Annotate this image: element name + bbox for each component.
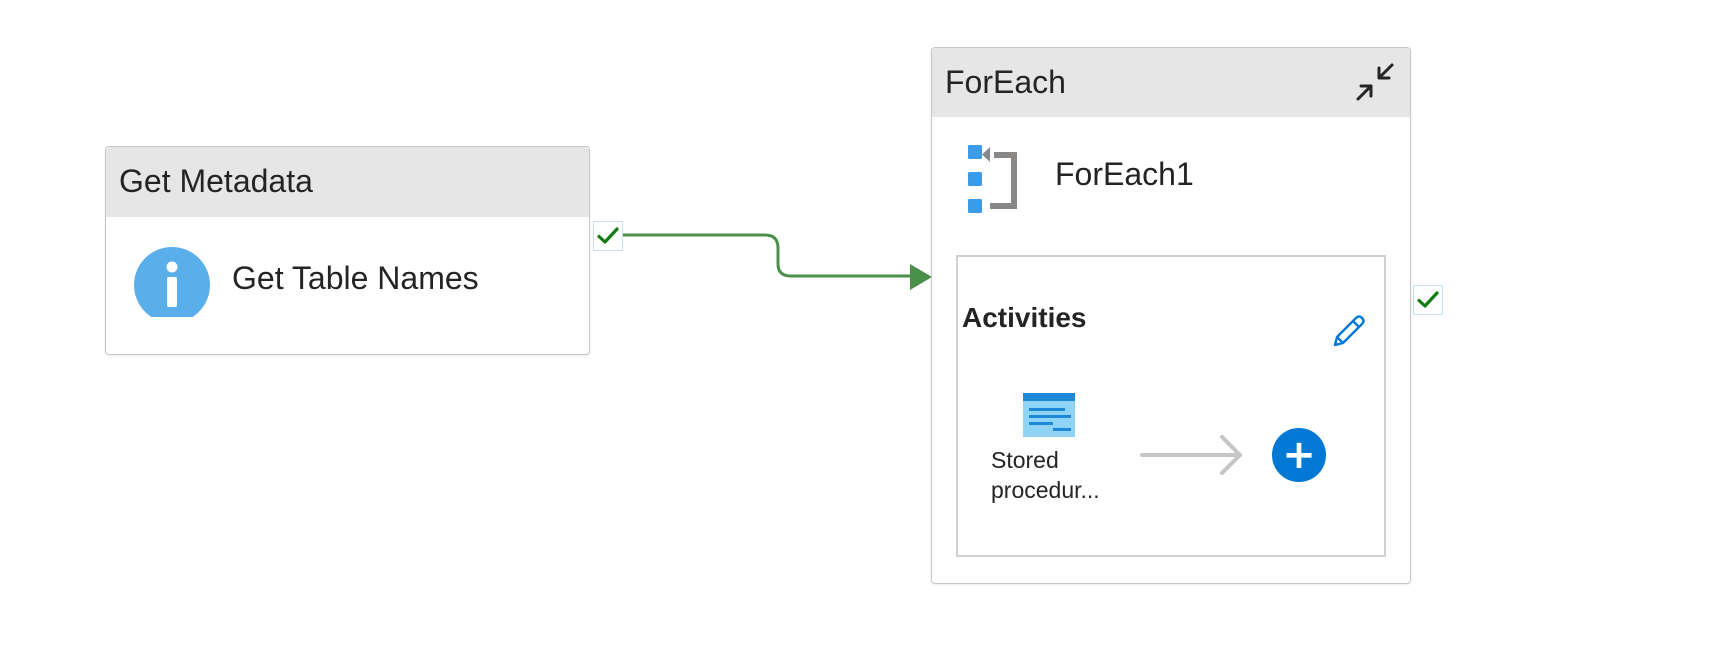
add-activity-button[interactable]: + [1272,428,1326,482]
collapse-icon [1356,63,1394,101]
success-output-handle[interactable] [1413,285,1443,315]
activity-type-header: Get Metadata [106,147,589,217]
pencil-icon [1333,315,1365,347]
info-icon [134,247,210,317]
stored-procedure-icon [1023,393,1075,437]
activities-title: Activities [962,302,1087,333]
checkmark-icon [597,227,619,244]
foreach-icon [968,145,1017,213]
success-output-handle[interactable] [593,221,623,251]
edit-activities-button[interactable] [1328,312,1368,352]
success-connector [622,233,912,278]
collapse-button[interactable] [1352,59,1398,105]
stored-procedure-label: Stored procedur... [991,447,1100,503]
activity-name: Get Table Names [232,260,479,296]
checkmark-icon [1417,291,1439,308]
connector-arrowhead [910,264,932,290]
inner-arrow-icon [1140,435,1242,475]
activity-type-label: Get Metadata [119,163,313,199]
activity-type-label: ForEach [945,63,1066,100]
activity-type-header: ForEach [932,48,1410,117]
activity-name: ForEach1 [1055,156,1194,192]
